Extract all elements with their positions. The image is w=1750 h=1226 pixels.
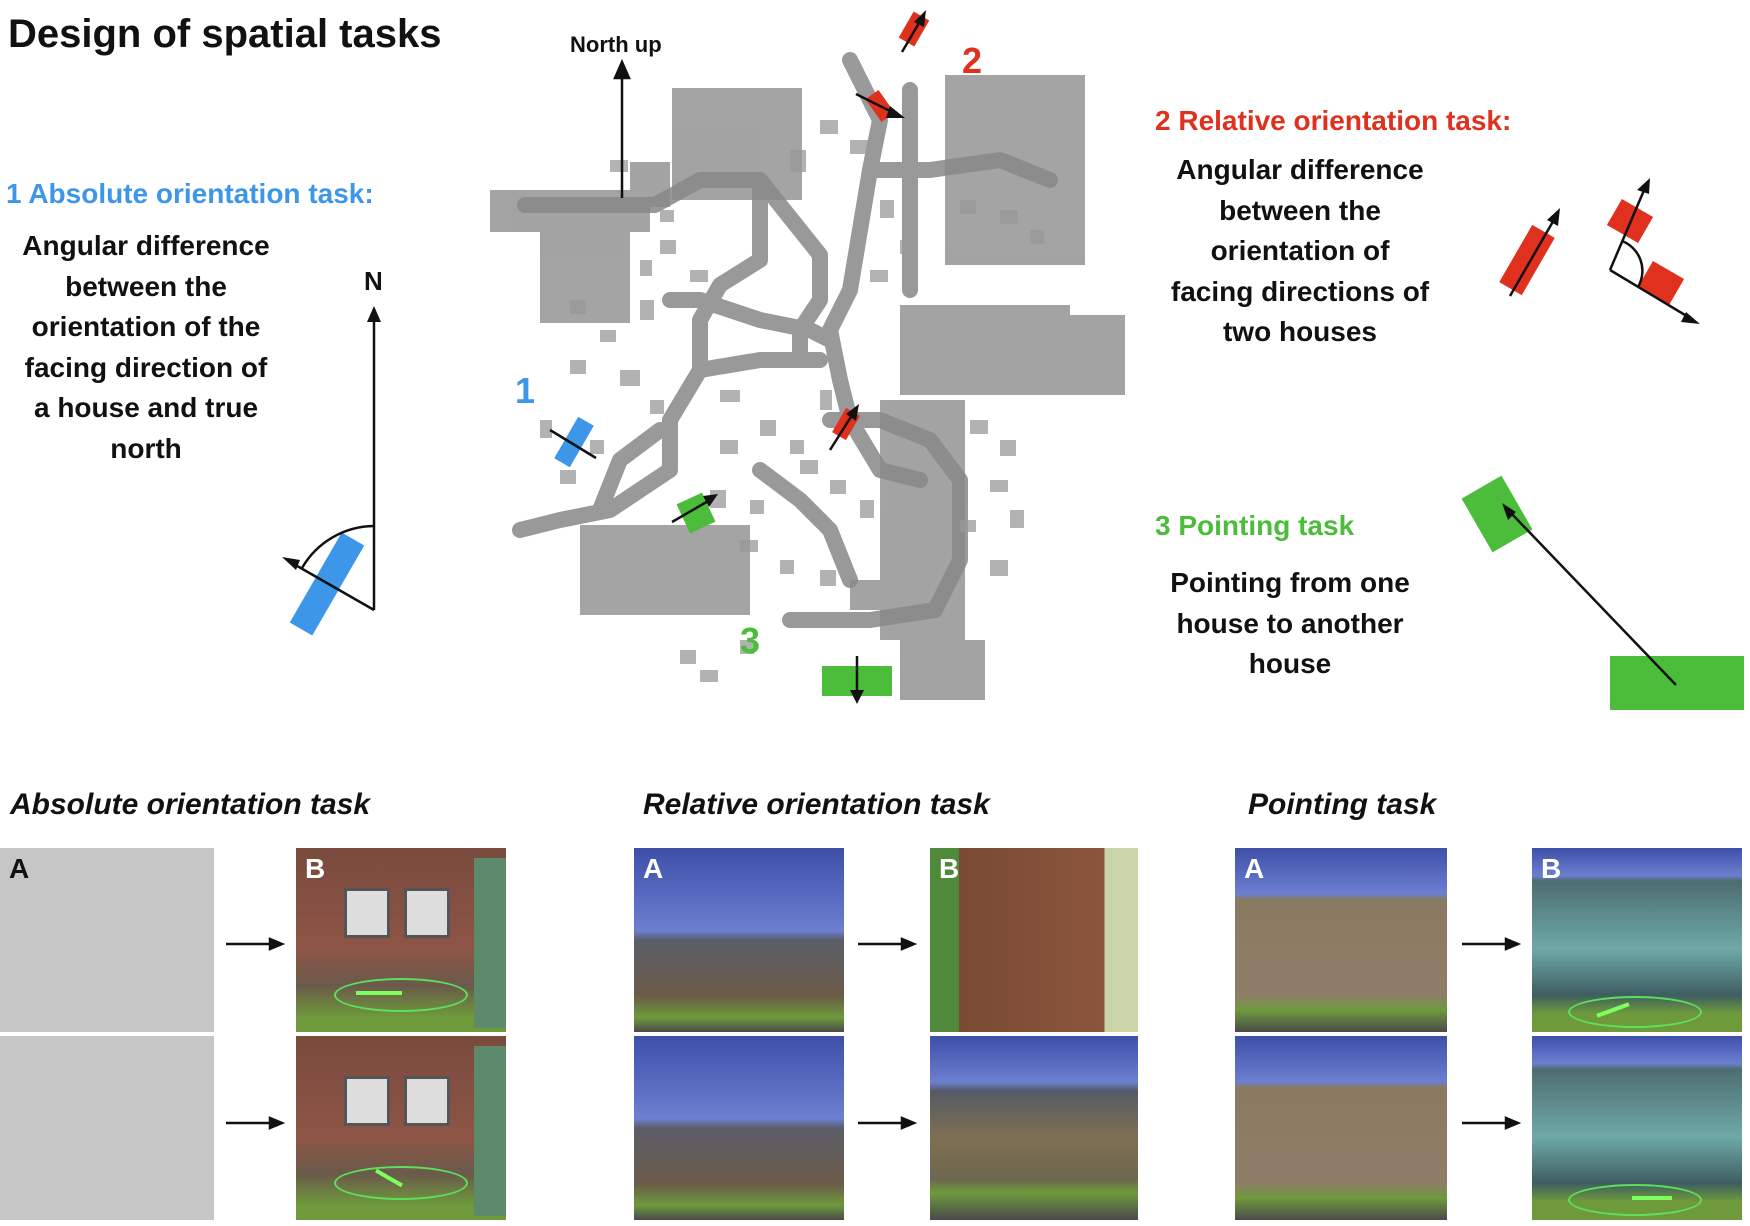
map-green-house bbox=[671, 492, 718, 534]
compass-ring bbox=[1568, 1184, 1702, 1216]
absolute-panel-b-bottom bbox=[296, 1036, 506, 1220]
pointing-panel-a-bottom bbox=[1235, 1036, 1447, 1220]
pointer-arrow bbox=[356, 991, 402, 995]
panel-letter-b: B bbox=[305, 853, 326, 884]
relative-panel-a-top: A bbox=[634, 848, 844, 1032]
map-blue-house bbox=[549, 416, 597, 468]
north-up-label: North up bbox=[570, 32, 662, 57]
relative-task-description: Angular difference between the orientati… bbox=[1145, 150, 1455, 353]
pointing-task-heading: 3 Pointing task bbox=[1155, 510, 1355, 541]
absolute-panel-a-bottom bbox=[0, 1036, 214, 1220]
desc-line: between the bbox=[65, 270, 227, 302]
absolute-panel-b-top: B bbox=[296, 848, 506, 1032]
relative-panel-b-bottom bbox=[930, 1036, 1138, 1220]
pointing-task-description: Pointing from one house to another house bbox=[1140, 563, 1440, 685]
relative-panel-b-top: B bbox=[930, 848, 1138, 1032]
north-up-arrow bbox=[613, 58, 631, 198]
window bbox=[344, 888, 390, 938]
panel-letter-a: A bbox=[643, 853, 664, 884]
desc-line: north bbox=[110, 432, 182, 464]
map-marker-2: 2 bbox=[962, 40, 983, 81]
compass-ring bbox=[334, 978, 468, 1012]
map-red-house-mid bbox=[855, 89, 905, 123]
panel-letter-a: A bbox=[9, 853, 30, 884]
absolute-task-description: Angular difference between the orientati… bbox=[0, 226, 292, 469]
map-roads bbox=[512, 52, 1058, 628]
window bbox=[404, 1076, 450, 1126]
desc-line: between the bbox=[1219, 194, 1381, 226]
bottom-pointing-title: Pointing task bbox=[1248, 788, 1437, 821]
map-green-target bbox=[822, 656, 892, 704]
map-red-house-top bbox=[898, 10, 930, 53]
desc-line: Angular difference bbox=[1176, 154, 1424, 185]
relative-panel-a-bottom bbox=[634, 1036, 844, 1220]
neighbor-building bbox=[474, 858, 506, 1028]
desc-line: facing direction of bbox=[24, 351, 268, 383]
desc-line: facing directions of bbox=[1170, 275, 1430, 307]
desc-line: orientation of bbox=[1210, 235, 1390, 266]
compass-ring bbox=[1568, 996, 1702, 1028]
panel-letter-b: B bbox=[939, 853, 960, 884]
pointer-arrow bbox=[1632, 1196, 1672, 1200]
compass-ring bbox=[334, 1166, 468, 1200]
pointing-panel-a-top: A bbox=[1235, 848, 1447, 1032]
pointing-panel-b-bottom bbox=[1532, 1036, 1742, 1220]
neighbor-building bbox=[474, 1046, 506, 1216]
pointing-panel-b-top: B bbox=[1532, 848, 1742, 1032]
desc-line: house to another bbox=[1176, 607, 1404, 639]
desc-line: a house and true bbox=[33, 392, 259, 423]
map-marker-3: 3 bbox=[740, 620, 761, 661]
bottom-relative-title: Relative orientation task bbox=[643, 788, 990, 821]
desc-line: Pointing from one bbox=[1170, 567, 1410, 598]
desc-line: two houses bbox=[1222, 316, 1377, 347]
absolute-panel-a-top: A bbox=[0, 848, 214, 1032]
map-marker-1: 1 bbox=[515, 370, 536, 411]
desc-line: Angular difference bbox=[22, 230, 270, 261]
panel-letter-a: A bbox=[1244, 853, 1265, 884]
absolute-task-heading: 1 Absolute orientation task: bbox=[6, 178, 374, 209]
map-houses bbox=[540, 120, 1044, 682]
window bbox=[404, 888, 450, 938]
map-red-house-center bbox=[828, 404, 860, 451]
panel-letter-b: B bbox=[1541, 853, 1562, 884]
relative-task-heading: 2 Relative orientation task: bbox=[1155, 105, 1512, 136]
page-title: Design of spatial tasks bbox=[8, 12, 442, 56]
desc-line: orientation of the bbox=[31, 311, 261, 342]
window bbox=[344, 1076, 390, 1126]
bottom-absolute-title: Absolute orientation task bbox=[10, 788, 371, 821]
desc-line: house bbox=[1248, 648, 1332, 679]
north-letter: N bbox=[364, 266, 383, 296]
